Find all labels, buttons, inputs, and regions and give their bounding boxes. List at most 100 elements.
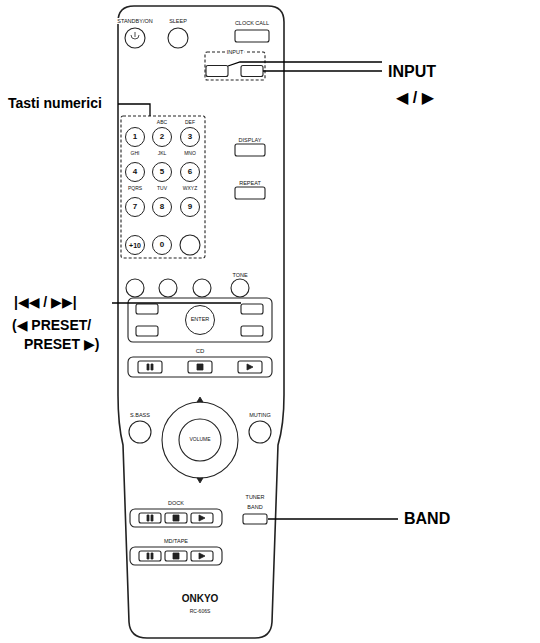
- number-key: 8: [152, 197, 172, 217]
- key-label: +10: [129, 242, 141, 249]
- button-label: JKL: [157, 151, 168, 157]
- key-label: 4: [133, 168, 137, 176]
- volume-down-arrow: [197, 478, 203, 483]
- play-glyph: [199, 515, 205, 521]
- key-label: 8: [160, 203, 164, 211]
- md-pause-button: [139, 551, 161, 561]
- dock-pause-button: [139, 513, 161, 523]
- leader-line: [268, 518, 398, 519]
- input-group: [205, 52, 265, 80]
- skip-back-button: [136, 304, 158, 314]
- pause-glyph: [147, 364, 153, 370]
- number-key: 7: [125, 197, 145, 217]
- button-label: DEF: [184, 120, 196, 126]
- input-left-button: [206, 66, 228, 77]
- enter-button: ENTER: [185, 305, 215, 335]
- button-label: RC-606S: [189, 609, 212, 615]
- number-key: 3: [180, 127, 200, 147]
- button-label: WXYZ: [182, 186, 198, 192]
- callout-label: Tasti numerici: [8, 96, 102, 111]
- key-label: 2: [160, 133, 164, 141]
- cd-stop-button: [188, 361, 212, 373]
- md-stop-button: [165, 551, 187, 561]
- stop-glyph: [173, 553, 179, 559]
- button-label: STANDBY/ON: [116, 18, 153, 24]
- button-label: CD: [195, 348, 206, 355]
- callout-label: ◀ / ▶: [396, 89, 434, 107]
- callout-label: (◀ PRESET/: [12, 318, 91, 333]
- number-key: 2: [152, 127, 172, 147]
- round-button: [159, 279, 177, 297]
- numeric-group: [121, 116, 205, 258]
- repeat-button: [235, 187, 265, 199]
- callout-label: |◀◀ / ▶▶|: [14, 295, 77, 310]
- stop-glyph: [197, 364, 203, 370]
- number-key: 5: [152, 162, 172, 182]
- stop-glyph: [173, 515, 179, 521]
- fast-forward-button: [241, 326, 263, 336]
- standby-button: [125, 28, 145, 48]
- input-right-button: [241, 66, 263, 77]
- button-label: MUTING: [248, 412, 272, 418]
- pause-glyph: [147, 553, 153, 559]
- display-button: [235, 144, 265, 156]
- dock-stop-button: [165, 513, 187, 523]
- key-label: 3: [188, 133, 192, 141]
- round-button: [193, 279, 211, 297]
- number-key: +10: [125, 235, 145, 255]
- volume-ring: [162, 402, 238, 478]
- round-button: [126, 279, 144, 297]
- brand-name: ONKYO: [181, 593, 220, 604]
- clock-call-button: [235, 30, 269, 42]
- button-label: CLOCK CALL: [234, 20, 270, 26]
- number-key: 1: [125, 127, 145, 147]
- number-key: 0: [152, 235, 172, 255]
- cd-pause-button: [138, 361, 162, 373]
- key-label: 0: [160, 241, 164, 249]
- muting-button: [249, 421, 271, 443]
- rewind-button: [136, 326, 158, 336]
- volume-center: [179, 419, 221, 461]
- button-label: GHI: [130, 151, 141, 157]
- dock-panel: [130, 509, 222, 527]
- button-label: DISPLAY: [238, 137, 263, 143]
- key-label: 5: [160, 168, 164, 176]
- button-label: ABC: [156, 120, 168, 126]
- band-button: [243, 514, 267, 524]
- button-label: BAND: [246, 504, 263, 510]
- button-label: MNO: [183, 151, 197, 157]
- key-label: 1: [133, 133, 137, 141]
- play-glyph: [199, 553, 205, 559]
- button-label: REPEAT: [238, 180, 262, 186]
- button-label: SLEEP: [168, 18, 188, 24]
- sleep-button: [168, 28, 188, 48]
- cd-panel: [128, 357, 272, 377]
- button-label: TUNER: [245, 494, 266, 500]
- play-glyph: [247, 364, 253, 370]
- power-glyph: [131, 32, 139, 39]
- leader-line: [263, 70, 382, 71]
- callout-label: PRESET ▶): [24, 337, 99, 352]
- md-tape-panel: [130, 547, 222, 565]
- button-label: INPUT: [226, 49, 245, 55]
- cd-play-button: [238, 361, 262, 373]
- callout-label: BAND: [404, 510, 450, 528]
- md-play-button: [191, 551, 213, 561]
- key-label: 9: [188, 203, 192, 211]
- number-key: 9: [180, 197, 200, 217]
- key-label: 6: [188, 168, 192, 176]
- button-label: MD/TAPE: [163, 538, 189, 544]
- tone-button: [231, 279, 249, 297]
- leader-line: [112, 302, 241, 303]
- leader-line: [118, 104, 150, 116]
- leader-line: [228, 62, 382, 66]
- button-label: TONE: [231, 272, 248, 278]
- key-label: 7: [133, 203, 137, 211]
- callout-label: INPUT: [388, 63, 436, 81]
- volume-up-arrow: [197, 397, 203, 402]
- sbass-button: [129, 421, 151, 443]
- key-label: ENTER: [191, 317, 210, 323]
- remote-body: [118, 6, 284, 638]
- button-label: PQRS: [127, 186, 143, 192]
- number-key: 4: [125, 162, 145, 182]
